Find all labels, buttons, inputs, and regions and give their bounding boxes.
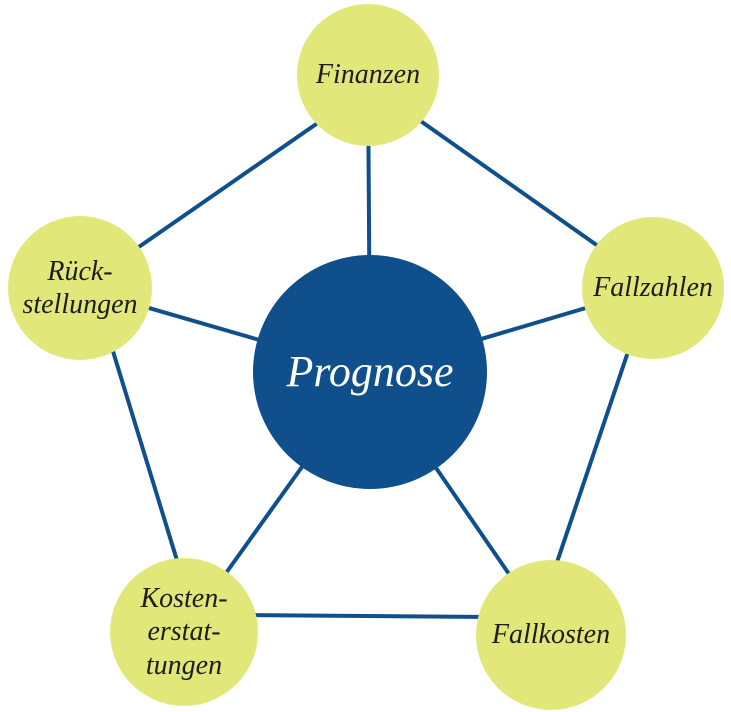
node-fallzahlen: Fallzahlen xyxy=(582,217,724,359)
node-kostenerstattungen-label: Kosten- erstat- tungen xyxy=(140,583,228,681)
node-rueckstellungen: Rück- stellungen xyxy=(8,216,152,360)
connector-fallkosten-kostenerstattungen xyxy=(239,613,491,619)
node-fallzahlen-label: Fallzahlen xyxy=(593,272,713,304)
connector-kostenerstattungen-rueckstellungen xyxy=(106,334,185,581)
connector-fallzahlen-fallkosten xyxy=(549,339,634,581)
node-prognose-label: Prognose xyxy=(286,347,454,397)
node-finanzen: Finanzen xyxy=(297,4,439,146)
node-fallkosten: Fallkosten xyxy=(476,560,626,710)
node-fallkosten-label: Fallkosten xyxy=(491,619,611,651)
node-prognose: Prognose xyxy=(253,255,487,489)
node-rueckstellungen-label: Rück- stellungen xyxy=(22,255,138,320)
connector-finanzen-fallzahlen xyxy=(403,108,617,260)
connector-rueckstellungen-finanzen xyxy=(118,109,337,262)
node-finanzen-label: Finanzen xyxy=(315,59,421,91)
node-kostenerstattungen: Kosten- erstat- tungen xyxy=(110,558,258,706)
